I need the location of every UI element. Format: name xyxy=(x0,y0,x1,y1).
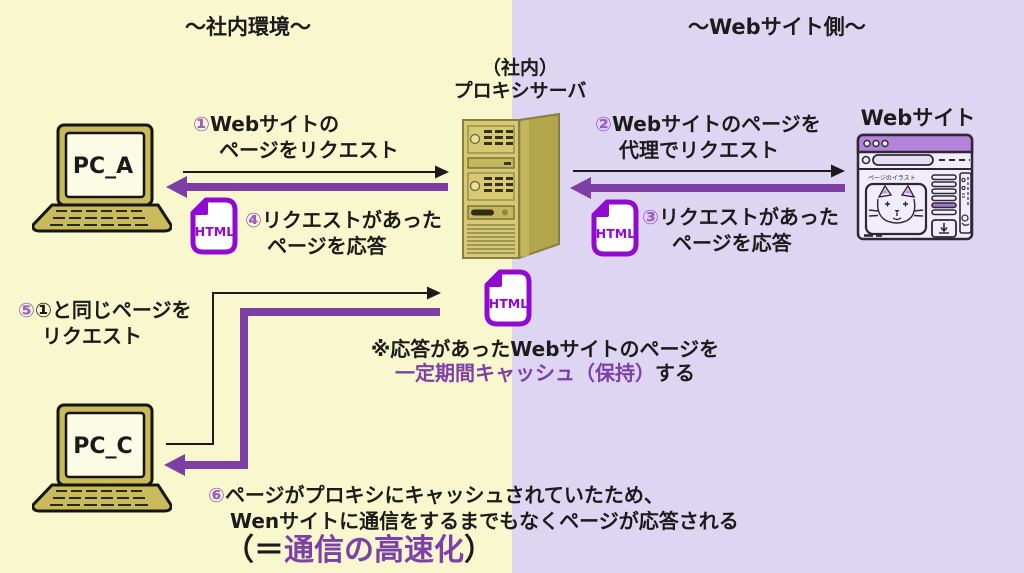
cache-note-highlight: 一定期間キャッシュ（保持） xyxy=(395,361,655,386)
html-file-icon-step4: HTML xyxy=(190,197,238,255)
cache-note: ※応答があったWebサイトのページを 一定期間キャッシュ（保持）する xyxy=(365,337,725,386)
step5-label: ⑤①と同じページを リクエスト xyxy=(18,297,191,349)
website-side-title: 〜Webサイト側〜 xyxy=(688,15,866,39)
html-file-icon-step3: HTML xyxy=(591,199,639,257)
cache-note-line1: ※応答があったWebサイトのページを xyxy=(370,337,720,361)
step6-number: ⑥ xyxy=(208,483,225,507)
step6-conclusion-highlight: 通信の高速化 xyxy=(284,533,464,568)
step2-number: ② xyxy=(595,112,612,136)
internal-environment-title: 〜社内環境〜 xyxy=(185,15,311,39)
html-file-label: HTML xyxy=(596,226,635,241)
pc-a-laptop-icon: PC_A xyxy=(32,123,172,233)
step1-line1: Webサイトの xyxy=(209,112,340,136)
cat-image-box xyxy=(864,182,928,236)
proxy-server-label-line2: プロキシサーバ xyxy=(453,80,587,103)
step6-line2: Wenサイトに通信をするまでもなくページが応答される xyxy=(230,509,739,533)
step3-line2: ページを応答 xyxy=(672,231,792,255)
download-icon xyxy=(931,219,957,238)
browser-home-icon xyxy=(861,155,871,165)
step4-label: ④リクエストがあった ページを応答 xyxy=(245,207,442,259)
step6-conclusion-open: （＝ xyxy=(224,533,284,568)
step5-number: ⑤ xyxy=(18,298,35,322)
proxy-server-label-line1: （社内） xyxy=(481,57,558,79)
website-side-zone xyxy=(512,0,1024,573)
browser-address-bar xyxy=(872,154,934,166)
step1-label: ①Webサイトの ページをリクエスト xyxy=(193,111,399,163)
step2-line2: 代理でリクエスト xyxy=(619,138,779,162)
pc-c-laptop-icon: PC_C xyxy=(32,403,172,513)
cat-illustration xyxy=(868,184,924,224)
step6-line1: ページがプロキシにキャッシュされていたため、 xyxy=(224,483,664,507)
step1-number: ① xyxy=(193,112,210,136)
step4-number: ④ xyxy=(245,208,262,232)
step5-line1: ①と同じページを xyxy=(34,298,192,322)
website-browser-icon: ページのイラスト xyxy=(856,133,974,241)
step6-conclusion-close: ） xyxy=(464,533,494,568)
browser-sidebar xyxy=(959,172,972,234)
step3-label: ③リクエストがあった ページを応答 xyxy=(642,204,839,256)
html-file-label: HTML xyxy=(489,296,528,311)
step2-label: ②Webサイトのページを 代理でリクエスト xyxy=(595,111,821,163)
html-file-icon-cache: HTML xyxy=(484,269,532,327)
step3-line1: リクエストがあった xyxy=(658,205,839,229)
pc-c-label: PC_C xyxy=(73,434,132,459)
step6-label: ⑥ページがプロキシにキャッシュされていたため、 Wenサイトに通信をするまでもな… xyxy=(208,482,739,567)
step3-number: ③ xyxy=(642,205,659,229)
html-file-label: HTML xyxy=(195,224,234,239)
browser-window-buttons xyxy=(863,139,889,148)
step1-line2: ページをリクエスト xyxy=(219,138,399,162)
step6-conclusion: （＝通信の高速化） xyxy=(208,534,739,567)
browser-title-bar xyxy=(856,133,974,154)
step2-line1: Webサイトのページを xyxy=(611,112,821,136)
step4-line2: ページを応答 xyxy=(267,234,387,258)
proxy-server-label: （社内） プロキシサーバ xyxy=(437,57,603,103)
link-list-pills xyxy=(931,174,957,216)
proxy-server-icon xyxy=(462,112,560,260)
pc-a-label: PC_A xyxy=(73,154,133,179)
website-label: Webサイト xyxy=(860,106,976,130)
page-scribble-text: ページのイラスト xyxy=(868,175,916,182)
step4-line1: リクエストがあった xyxy=(261,208,442,232)
step5-line2: リクエスト xyxy=(42,324,142,348)
browser-footer-dashes xyxy=(864,234,882,237)
cache-note-suffix: する xyxy=(655,361,695,386)
